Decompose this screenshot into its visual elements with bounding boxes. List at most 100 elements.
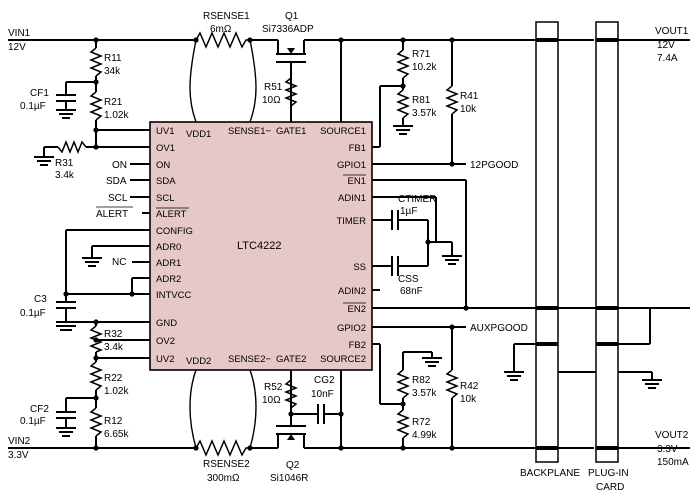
plugin-label-line2: CARD [596, 482, 624, 493]
pin-gpio2: GPIO2 [337, 323, 366, 334]
q1-name: Q1 [285, 11, 299, 22]
backplane-label: BACKPLANE [520, 468, 580, 479]
r1-2-name: R12 [104, 416, 123, 427]
cf2-name: CF2 [30, 404, 49, 415]
r4-2-value: 10k [460, 394, 477, 405]
r3-1-name: R31 [55, 158, 74, 169]
alert-signal-label: ALERT [96, 209, 128, 220]
pin-gpio1: GPIO1 [337, 160, 366, 171]
cf2-capacitor [56, 411, 76, 437]
cf1-value: 0.1µF [20, 101, 46, 112]
pin-sense2: SENSE2− [228, 354, 271, 365]
css-name: CSS [398, 274, 419, 285]
r2-1-value: 1.02k [104, 110, 129, 121]
r5-1-resistor [283, 77, 299, 107]
pin-sense1: SENSE1− [228, 126, 271, 137]
rsense1-name: RSENSE1 [203, 11, 250, 22]
pin-config: CONFIG [156, 226, 193, 237]
pin-en1: EN1 [348, 176, 366, 187]
r7-2-resistor [395, 409, 411, 448]
r1-1-name: R11 [104, 53, 122, 64]
r1-1-value: 34k [104, 66, 121, 77]
r4-1-resistor [444, 40, 460, 167]
pin-alert: ALERT [156, 209, 187, 220]
pin-adr0: ADR0 [156, 242, 181, 253]
vout2-value: 3.3V [657, 444, 678, 455]
vout2-current: 150mA [657, 457, 689, 468]
q1-part: Si7336ADP [262, 24, 314, 35]
rsense1-resistor [189, 31, 257, 123]
vin2-rail [8, 445, 690, 451]
r7-1-value: 10.2k [412, 62, 437, 73]
q2-mosfet [276, 370, 306, 448]
r3-1-resistor [34, 139, 87, 166]
pin-gate1: GATE1 [276, 126, 306, 137]
r7-1-resistor [395, 40, 411, 90]
rsense2-resistor [189, 369, 257, 457]
backplane-connector [535, 21, 559, 463]
rsense1-value: 6mΩ [210, 24, 232, 35]
pin-uv1: UV1 [156, 126, 174, 137]
r2-2-value: 1.02k [104, 386, 129, 397]
c3-capacitor [56, 294, 150, 331]
plugin-card-connector [595, 21, 619, 463]
r3-2-name: R32 [104, 329, 123, 340]
pin-adin2: ADIN2 [338, 286, 366, 297]
pin-fb2: FB2 [349, 340, 366, 351]
card-ground [618, 371, 662, 389]
r4-1-value: 10k [460, 104, 477, 115]
r1-2-resistor [88, 398, 104, 448]
config-adr-wiring [63, 229, 150, 298]
nc-label: NC [112, 257, 126, 268]
cf1-capacitor [56, 94, 76, 119]
pin-scl: SCL [156, 193, 174, 204]
r5-1-value: 10Ω [262, 95, 281, 106]
css-value: 68nF [400, 286, 423, 297]
vout1-label: VOUT1 [655, 26, 689, 37]
rsense2-name: RSENSE2 [203, 459, 250, 470]
pin-intvcc: INTVCC [156, 290, 192, 301]
r5-2-value: 10Ω [262, 395, 281, 406]
en2-card-loop [618, 307, 651, 345]
pin-adr1: ADR1 [156, 258, 181, 269]
r5-1-name: R51 [264, 82, 283, 93]
r7-2-name: R72 [412, 417, 431, 428]
pin-uv2: UV2 [156, 354, 174, 365]
pin-ss: SS [353, 262, 366, 273]
cg2-capacitor [291, 404, 341, 424]
r1-1-resistor [88, 40, 104, 92]
ctimer-name: CTIMER [398, 194, 436, 205]
r2-2-resistor [88, 352, 150, 401]
css-capacitor [372, 256, 428, 276]
backplane-ground [504, 343, 596, 381]
pin-vdd1: VDD1 [186, 129, 211, 140]
r5-2-name: R52 [264, 382, 283, 393]
pin-fb1: FB1 [349, 143, 366, 154]
pin-sda: SDA [156, 176, 176, 187]
vin2-value: 3.3V [8, 450, 29, 461]
pin-on: ON [156, 160, 170, 171]
pin-source1: SOURCE1 [320, 126, 366, 137]
plugin-label-line1: PLUG-IN [588, 468, 629, 479]
cf1-name: CF1 [30, 88, 49, 99]
pg12-label: 12PGOOD [470, 160, 518, 171]
r8-1-resistor [393, 89, 413, 135]
pin-timer: TIMER [336, 216, 366, 227]
vin2-label: VIN2 [8, 436, 31, 447]
ctimer-value: 1µF [400, 206, 417, 217]
r4-2-name: R42 [460, 381, 479, 392]
vin1-label: VIN1 [8, 28, 31, 39]
cg2-name: CG2 [314, 375, 335, 386]
pin-ov1: OV1 [156, 143, 175, 154]
r7-1-name: R71 [412, 49, 431, 60]
r8-2-value: 3.57k [412, 388, 437, 399]
on-signal-label: ON [112, 160, 127, 171]
q2-name: Q2 [286, 460, 300, 471]
pin-gnd: GND [156, 318, 177, 329]
pin-source2: SOURCE2 [320, 354, 366, 365]
scl-signal-label: SCL [108, 193, 128, 204]
pin-adr2: ADR2 [156, 274, 181, 285]
r8-2-resistor [395, 351, 442, 410]
r3-1-value: 3.4k [55, 170, 75, 181]
